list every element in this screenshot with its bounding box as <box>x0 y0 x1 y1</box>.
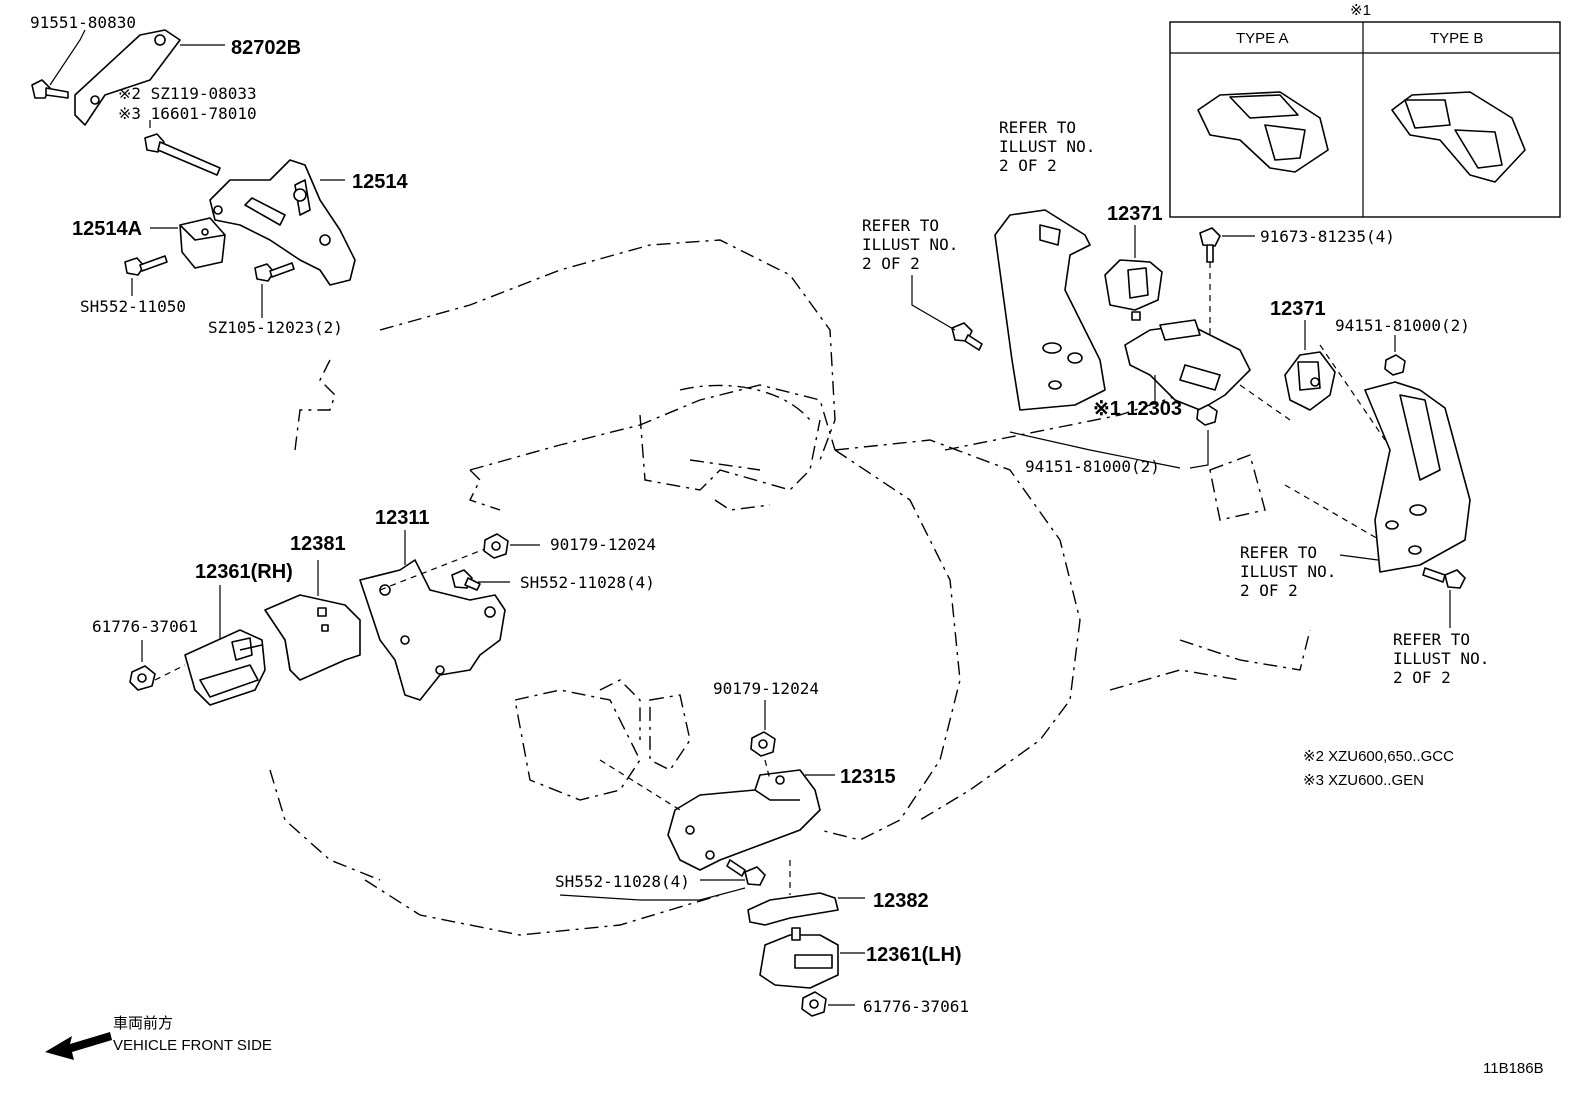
label-sh552-11050[interactable]: SH552-11050 <box>80 297 186 316</box>
label-12381[interactable]: 12381 <box>290 533 346 555</box>
bracket-type-b[interactable] <box>1391 91 1526 183</box>
bolt-sh552-11028-rh[interactable] <box>451 569 481 591</box>
footnote-2: ※2 XZU600,650..GCC <box>1303 748 1454 765</box>
bracket-12514[interactable] <box>209 159 356 286</box>
front-label-en: VEHICLE FRONT SIDE <box>113 1037 272 1054</box>
bracket-82702b[interactable] <box>74 29 181 126</box>
bolt-sz119-08033[interactable] <box>144 133 221 176</box>
refer-label-d-line2: ILLUST NO. <box>1393 649 1489 668</box>
label-12361-lh[interactable]: 12361(LH) <box>866 944 962 966</box>
bracket-12303[interactable] <box>1124 319 1251 411</box>
refer-label-d-line1: REFER TO <box>1393 630 1470 649</box>
nut-90179-12024-lh[interactable] <box>750 731 776 757</box>
type-a-header: TYPE A <box>1236 30 1289 47</box>
label-sz105-12023[interactable]: SZ105-12023(2) <box>208 318 343 337</box>
label-sh552-11028-lh[interactable]: SH552-11028(4) <box>555 872 690 891</box>
label-16601-78010[interactable]: ※3 16601-78010 <box>118 104 257 123</box>
label-91673-81235[interactable]: 91673-81235(4) <box>1260 227 1395 246</box>
label-sz119-08033[interactable]: ※2 SZ119-08033 <box>118 84 257 103</box>
spacer-12514a[interactable] <box>179 217 226 269</box>
label-12514[interactable]: 12514 <box>352 171 408 193</box>
label-12315[interactable]: 12315 <box>840 766 896 788</box>
bolt-91673-81235[interactable] <box>1199 227 1221 263</box>
nut-94151-81000-upper[interactable] <box>1384 354 1406 376</box>
refer-label-a-line2: ILLUST NO. <box>999 137 1095 156</box>
engine-outline <box>269 239 1311 936</box>
refer-label-a-line3: 2 OF 2 <box>999 156 1057 175</box>
label-90179-12024-rh[interactable]: 90179-12024 <box>550 535 656 554</box>
bolt-91551-80830[interactable] <box>31 79 69 99</box>
bracket-rear-right[interactable] <box>1364 381 1471 573</box>
label-90179-12024-lh[interactable]: 90179-12024 <box>713 679 819 698</box>
label-94151-81000-lower[interactable]: 94151-81000(2) <box>1025 457 1160 476</box>
inset-mark: ※1 <box>1350 2 1371 19</box>
bolt-sh552-11050[interactable] <box>124 255 168 276</box>
nut-61776-37061-rh[interactable] <box>129 665 156 691</box>
label-12371-left[interactable]: 12371 <box>1107 203 1163 225</box>
diagram-id: 11B186B <box>1483 1060 1544 1077</box>
insulator-12382[interactable] <box>747 892 839 926</box>
label-12371-right[interactable]: 12371 <box>1270 298 1326 320</box>
bolt-rear-right[interactable] <box>1422 567 1466 589</box>
footnote-3: ※3 XZU600..GEN <box>1303 772 1424 789</box>
variant-inset <box>1169 21 1561 218</box>
label-sh552-11028-rh[interactable]: SH552-11028(4) <box>520 573 655 592</box>
label-12311[interactable]: 12311 <box>375 507 430 529</box>
mount-insulator-12361-rh[interactable] <box>184 629 266 706</box>
bolt-rear-left[interactable] <box>951 322 983 351</box>
refer-label-c-line2: ILLUST NO. <box>1240 562 1336 581</box>
refer-label-b-line1: REFER TO <box>862 216 939 235</box>
insulator-12381[interactable] <box>264 594 361 681</box>
refer-label-c-line3: 2 OF 2 <box>1240 581 1298 600</box>
label-61776-37061-rh[interactable]: 61776-37061 <box>92 617 198 636</box>
front-arrow-icon <box>45 1032 112 1060</box>
label-12361-rh[interactable]: 12361(RH) <box>195 561 293 583</box>
nut-90179-12024-rh[interactable] <box>483 533 509 559</box>
bracket-type-a[interactable] <box>1197 91 1329 173</box>
mount-12371-right[interactable] <box>1284 351 1336 411</box>
label-61776-37061-lh[interactable]: 61776-37061 <box>863 997 969 1016</box>
nut-94151-81000-lower[interactable] <box>1196 404 1218 426</box>
refer-label-a-line1: REFER TO <box>999 118 1076 137</box>
refer-label-c-line1: REFER TO <box>1240 543 1317 562</box>
label-12514a[interactable]: 12514A <box>72 218 142 240</box>
mount-12371-left[interactable] <box>1104 259 1163 321</box>
label-91551-80830[interactable]: 91551-80830 <box>30 13 136 32</box>
type-b-header: TYPE B <box>1430 30 1483 47</box>
front-label-jp: 車両前方 <box>113 1015 173 1032</box>
refer-label-d-line3: 2 OF 2 <box>1393 668 1451 687</box>
label-82702b[interactable]: 82702B <box>231 37 301 59</box>
bolt-sh552-11028-lh[interactable] <box>726 859 766 886</box>
mount-insulator-12361-lh[interactable] <box>759 927 839 989</box>
label-12382[interactable]: 12382 <box>873 890 929 912</box>
bracket-12315[interactable] <box>667 769 821 871</box>
bolt-sz105-12023[interactable] <box>254 262 295 282</box>
nut-61776-37061-lh[interactable] <box>801 991 827 1017</box>
refer-label-b-line3: 2 OF 2 <box>862 254 920 273</box>
label-12303[interactable]: ※1 12303 <box>1093 398 1182 420</box>
refer-label-b-line2: ILLUST NO. <box>862 235 958 254</box>
bracket-rear-left[interactable] <box>994 209 1106 411</box>
bracket-12311[interactable] <box>359 559 506 701</box>
label-94151-81000-upper[interactable]: 94151-81000(2) <box>1335 316 1470 335</box>
